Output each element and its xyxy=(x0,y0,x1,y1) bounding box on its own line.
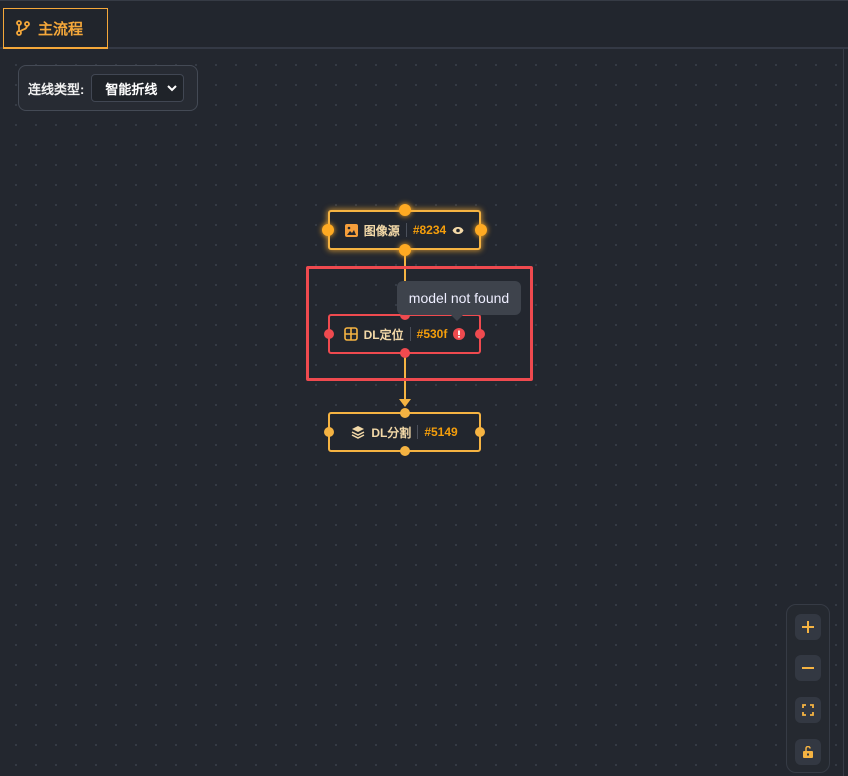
port-bottom[interactable] xyxy=(400,446,410,456)
port-left[interactable] xyxy=(322,224,334,236)
eye-icon[interactable] xyxy=(452,226,464,235)
port-bottom[interactable] xyxy=(399,244,411,256)
node-dl-segment[interactable]: DL分割 #5149 xyxy=(324,408,485,456)
port-right[interactable] xyxy=(475,329,485,339)
port-left[interactable] xyxy=(324,427,334,437)
lock-button[interactable] xyxy=(795,739,821,765)
node-id: #8234 xyxy=(412,223,447,237)
flow-canvas[interactable] xyxy=(0,49,844,776)
image-icon xyxy=(344,223,358,237)
edge-arrow-icon xyxy=(399,399,411,407)
edge-type-panel: 连线类型: 智能折线 xyxy=(18,65,198,111)
node-dl-locate[interactable]: DL定位 #530f xyxy=(324,310,485,358)
port-bottom[interactable] xyxy=(400,348,410,358)
node-label: DL定位 xyxy=(363,327,404,342)
error-highlight xyxy=(306,266,533,381)
chevron-down-icon xyxy=(167,85,178,92)
port-top[interactable] xyxy=(400,310,410,320)
tab-label: 主流程 xyxy=(38,20,84,38)
error-icon[interactable] xyxy=(453,328,466,340)
tab-main-flow[interactable]: 主流程 xyxy=(3,8,108,49)
edge-type-label: 连线类型: xyxy=(28,81,85,97)
port-right[interactable] xyxy=(475,427,485,437)
port-top[interactable] xyxy=(400,408,410,418)
divider xyxy=(409,327,411,341)
fit-view-button[interactable] xyxy=(795,697,821,723)
grid-icon xyxy=(343,327,358,341)
divider xyxy=(405,223,407,237)
tab-bar: 主流程 xyxy=(0,0,848,49)
divider xyxy=(417,425,419,439)
node-image-source[interactable]: 图像源 #8234 xyxy=(322,204,487,256)
port-right[interactable] xyxy=(475,224,487,236)
node-id: #5149 xyxy=(424,425,458,439)
layers-icon xyxy=(351,426,365,439)
unlock-icon xyxy=(803,746,813,758)
edge-type-select[interactable]: 智能折线 xyxy=(91,74,185,102)
zoom-in-button[interactable] xyxy=(795,614,821,640)
node-id: #530f xyxy=(416,327,448,341)
branch-icon xyxy=(16,20,30,36)
minus-icon xyxy=(802,667,814,669)
zoom-out-button[interactable] xyxy=(795,655,821,681)
node-label: DL分割 xyxy=(371,425,412,440)
error-tooltip: model not found xyxy=(397,281,521,321)
fullscreen-icon xyxy=(802,704,814,716)
canvas-controls xyxy=(786,604,830,773)
node-label: 图像源 xyxy=(363,223,400,238)
port-top[interactable] xyxy=(399,204,411,216)
edge-type-value: 智能折线 xyxy=(105,81,158,97)
plus-icon xyxy=(802,621,814,633)
port-left[interactable] xyxy=(324,329,334,339)
